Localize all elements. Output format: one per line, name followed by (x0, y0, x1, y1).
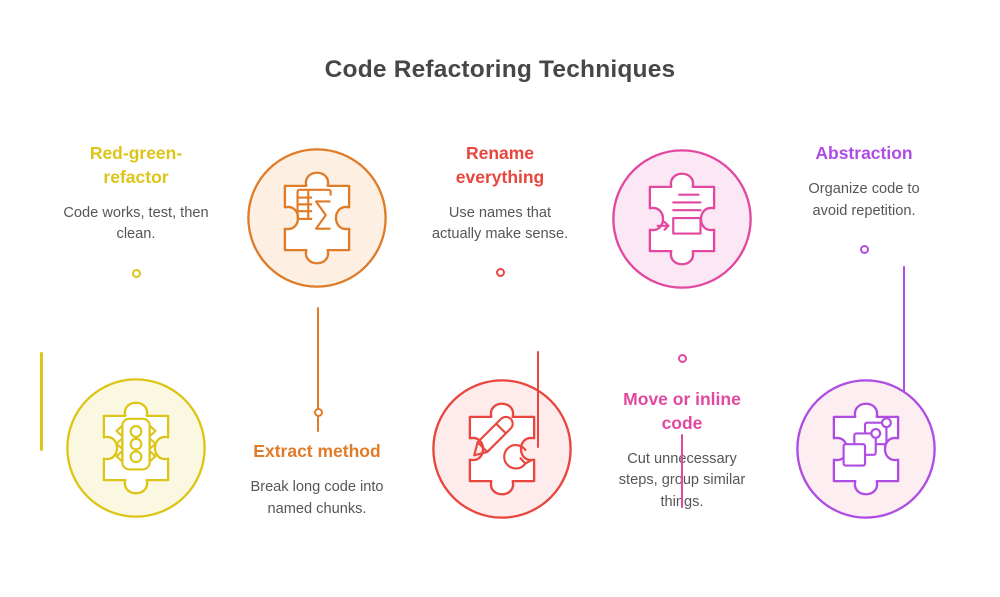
dot-marker-orange (313, 407, 323, 417)
technique-description: Cut unnecessary steps, group similar thi… (618, 450, 746, 511)
traffic-light-icon (115, 417, 157, 471)
icon-badge-extract-method (244, 145, 390, 291)
icon-badge-red-green-refactor (63, 375, 209, 521)
technique-block-red-green-refactor: Red-green- refactor Code works, test, th… (16, 142, 256, 246)
puzzle-piece-icon (612, 149, 752, 289)
dot-marker-pink (677, 353, 687, 363)
connector-line-red (536, 351, 540, 448)
dot-marker-yellow (131, 268, 141, 278)
technique-block-rename-everything: Rename everything Use names that actuall… (380, 142, 620, 246)
puzzle-piece-icon (247, 148, 387, 288)
icon-badge-move-or-inline-code (609, 146, 755, 292)
technique-title: Extract method (253, 441, 381, 461)
technique-title: Move or inline code (623, 389, 741, 433)
technique-block-move-or-inline-code: Move or inline code Cut unnecessary step… (562, 388, 802, 514)
technique-block-abstraction: Abstraction Organize code to avoid repet… (744, 142, 984, 223)
table-sum-icon (296, 188, 334, 233)
layered-squares-icon (842, 417, 892, 467)
puzzle-piece-icon (432, 379, 572, 519)
dot-marker-purple (859, 244, 869, 254)
icon-badge-rename-everything (429, 376, 575, 522)
technique-description: Code works, test, then clean. (63, 204, 209, 243)
page-title: Code Refactoring Techniques (324, 56, 676, 83)
dot-marker-red (495, 267, 505, 277)
connector-line-orange (316, 307, 320, 432)
connector-line-yellow (40, 352, 43, 451)
technique-title: Rename everything (455, 143, 545, 187)
technique-description: Use names that actually make sense. (431, 204, 569, 243)
document-move-icon (656, 193, 702, 235)
technique-title: Abstraction (815, 143, 913, 163)
connector-line-pink (680, 434, 684, 508)
icon-badge-abstraction (793, 376, 939, 522)
technique-title: Red-green- refactor (89, 143, 183, 187)
pencil-refresh-icon (473, 415, 533, 470)
technique-block-extract-method: Extract method Break long code into name… (197, 440, 437, 521)
connector-line-purple (902, 266, 906, 393)
technique-description: Organize code to avoid repetition. (808, 180, 920, 219)
puzzle-piece-icon (796, 379, 936, 519)
puzzle-piece-icon (66, 378, 206, 518)
technique-description: Break long code into named chunks. (250, 478, 384, 517)
